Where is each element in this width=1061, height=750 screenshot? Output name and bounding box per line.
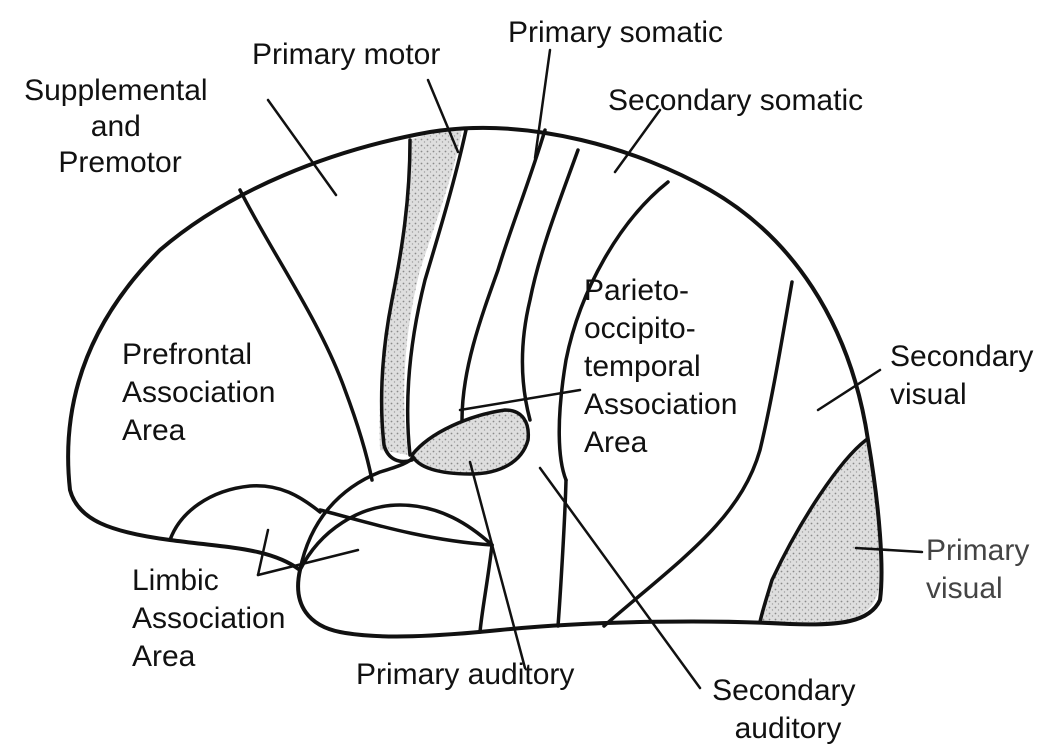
primary-visual-shading <box>760 440 882 622</box>
limbic-inner-boundary <box>170 486 320 540</box>
label-primary-visual: Primary visual <box>926 534 1038 605</box>
label-primary-somatic: Primary somatic <box>508 16 723 49</box>
label-prefrontal: Prefrontal Association Area <box>122 338 284 447</box>
label-secondary-somatic: Secondary somatic <box>608 84 863 117</box>
label-primary-motor: Primary motor <box>252 38 440 71</box>
label-supplemental-premotor: Supplemental and Premotor <box>24 74 216 179</box>
leader-secondary-visual <box>818 370 880 410</box>
prefrontal-boundary <box>240 190 372 480</box>
temporal-lower-boundary <box>320 510 492 545</box>
somatic-back-boundary <box>522 150 578 420</box>
somatic-front-boundary <box>462 130 545 420</box>
auditory-divider <box>480 545 492 632</box>
limbic-boundary <box>300 505 492 570</box>
label-primary-auditory: Primary auditory <box>356 658 574 691</box>
label-secondary-auditory: Secondary auditory <box>712 674 864 745</box>
label-limbic: Limbic Association Area <box>132 564 294 673</box>
label-parieto-occipito-temporal: Parieto- occipito- temporal Association … <box>584 274 746 459</box>
leader-secondary-auditory <box>540 468 700 688</box>
leader-supplemental <box>268 100 336 195</box>
leader-primary-auditory <box>470 462 525 668</box>
label-secondary-visual: Secondary visual <box>890 340 1042 411</box>
